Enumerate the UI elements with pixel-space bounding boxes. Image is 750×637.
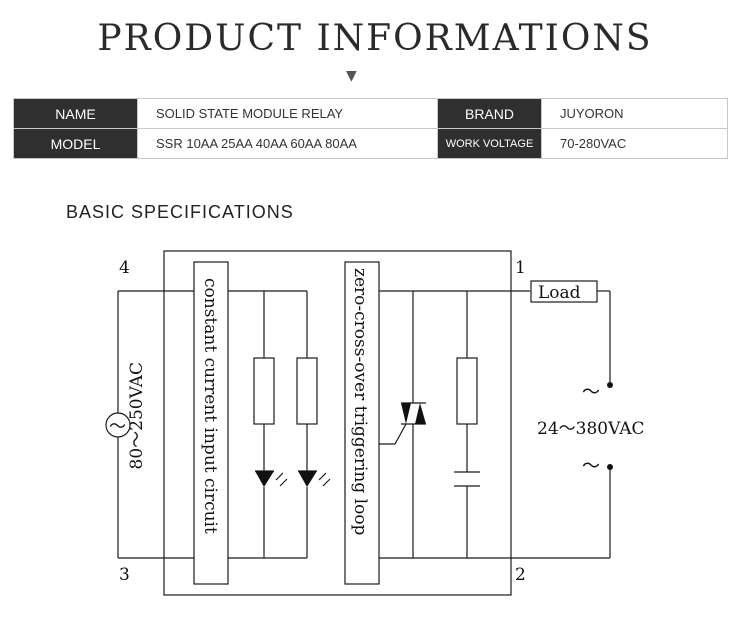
module-outline bbox=[163, 250, 512, 596]
light-emission-icon bbox=[275, 472, 288, 487]
down-arrow-icon: ▼ bbox=[346, 68, 357, 84]
model-label: MODEL bbox=[13, 128, 138, 159]
ac-symbol-top: ～ bbox=[582, 382, 600, 403]
work-voltage-label: WORK VOLTAGE bbox=[437, 128, 542, 159]
light-emission-icon bbox=[318, 472, 331, 487]
output-terminal-dot bbox=[607, 382, 613, 388]
branch-2 bbox=[296, 291, 331, 558]
trigger-loop-label: zero-cross-over triggering loop bbox=[350, 268, 370, 536]
spec-row-name: NAME SOLID STATE MODULE RELAY BRAND JUYO… bbox=[13, 98, 728, 129]
product-spec-table: NAME SOLID STATE MODULE RELAY BRAND JUYO… bbox=[13, 98, 728, 159]
input-circuit-label: constant current input circuit bbox=[200, 278, 220, 534]
section-title: BASIC SPECIFICATIONS bbox=[66, 202, 294, 222]
model-value: SSR 10AA 25AA 40AA 60AA 80AA bbox=[137, 128, 438, 159]
load-label: Load bbox=[538, 283, 581, 303]
output-terminal-dot bbox=[607, 464, 613, 470]
name-label: NAME bbox=[13, 98, 138, 129]
triac-gate-wire bbox=[379, 423, 407, 445]
terminal-1-label: 1 bbox=[515, 258, 526, 278]
output-voltage-label: 24～380VAC bbox=[537, 419, 645, 439]
input-voltage-label: 80～250VAC bbox=[127, 362, 147, 470]
ac-source-icon bbox=[105, 412, 131, 438]
terminal-2-label: 2 bbox=[515, 565, 526, 585]
trigger-loop-box bbox=[344, 261, 380, 585]
spec-row-model: MODEL SSR 10AA 25AA 40AA 60AA 80AA WORK … bbox=[13, 128, 728, 159]
name-value: SOLID STATE MODULE RELAY bbox=[137, 98, 438, 129]
page-title: PRODUCT INFORMATIONS bbox=[97, 18, 653, 59]
resistor-icon bbox=[296, 357, 318, 425]
terminal-4-label: 4 bbox=[119, 258, 130, 278]
terminal-3-label: 3 bbox=[119, 565, 130, 585]
brand-label: BRAND bbox=[437, 98, 542, 129]
led-icon bbox=[298, 471, 317, 487]
input-circuit-box bbox=[193, 261, 229, 585]
ac-source-symbol: ～ bbox=[109, 417, 126, 437]
resistor-icon bbox=[253, 357, 275, 425]
ac-symbol-bottom: ～ bbox=[582, 456, 600, 477]
led-icon bbox=[255, 471, 274, 487]
snubber-resistor-icon bbox=[456, 357, 478, 425]
brand-value: JUYORON bbox=[541, 98, 728, 129]
branch-1 bbox=[253, 291, 288, 558]
triac-icon bbox=[401, 402, 426, 425]
work-voltage-value: 70-280VAC bbox=[541, 128, 728, 159]
